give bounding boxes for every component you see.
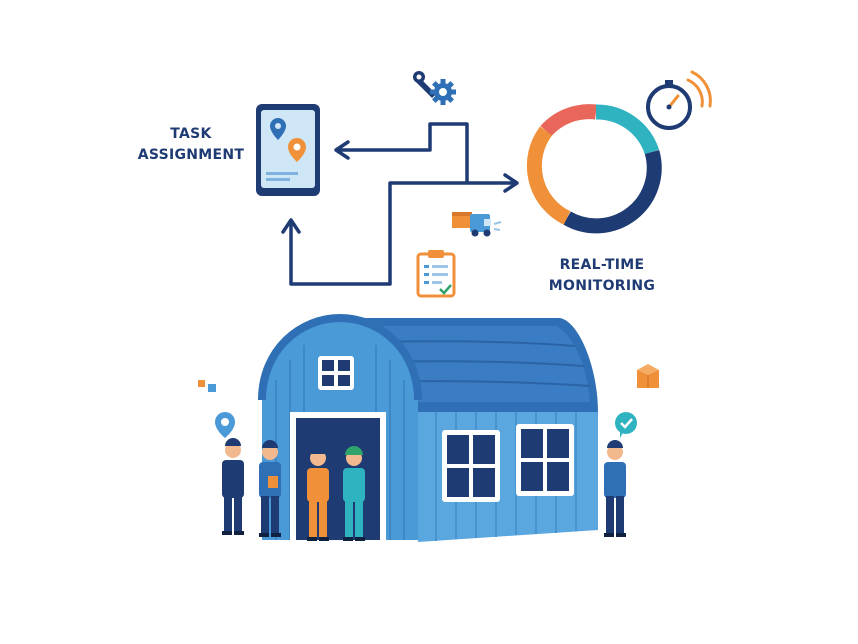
check-bubble-icon bbox=[615, 412, 637, 438]
worker-blue-clipboard bbox=[259, 440, 281, 537]
realtime-monitoring-label: REAL-TIME MONITORING bbox=[532, 255, 672, 297]
arrow-to-tablet-path bbox=[336, 122, 469, 184]
barn-side-window-right bbox=[516, 424, 574, 496]
location-pin-bubble-icon bbox=[215, 412, 235, 438]
task-assignment-label: TASK ASSIGNMENT bbox=[126, 124, 256, 166]
floating-squares-icon bbox=[198, 380, 216, 392]
warehouse-barn-icon bbox=[258, 313, 598, 542]
ring-segment-orange bbox=[526, 126, 571, 225]
realtime-line2: MONITORING bbox=[548, 278, 656, 294]
task-assignment-line2: ASSIGNMENT bbox=[137, 147, 245, 163]
worker-teal-helmet bbox=[343, 446, 365, 541]
task-assignment-line1: TASK bbox=[170, 126, 212, 142]
flow-arrows bbox=[281, 122, 519, 286]
worker-orange bbox=[307, 446, 329, 541]
stopwatch-icon bbox=[646, 70, 712, 130]
clipboard-checklist-icon bbox=[416, 250, 456, 298]
barn-side-window-left bbox=[442, 430, 500, 502]
floating-box-icon bbox=[637, 364, 659, 388]
arrow-to-ring-path bbox=[289, 181, 514, 286]
worker-navy-left bbox=[222, 438, 244, 535]
ring-segment-teal bbox=[595, 104, 660, 155]
ring-segment-navy bbox=[563, 149, 662, 234]
wrench-gear-icon bbox=[413, 71, 456, 105]
realtime-line1: REAL-TIME bbox=[559, 257, 645, 273]
monitoring-ring-icon bbox=[526, 104, 662, 234]
arrow-head-right bbox=[503, 173, 519, 193]
ring-segment-coral bbox=[540, 104, 597, 137]
worker-navy-right bbox=[604, 440, 626, 537]
tablet-map-icon bbox=[256, 104, 320, 196]
arrow-head-up bbox=[281, 218, 301, 234]
arrow-head-left bbox=[334, 140, 350, 160]
delivery-truck-icon bbox=[452, 212, 502, 237]
